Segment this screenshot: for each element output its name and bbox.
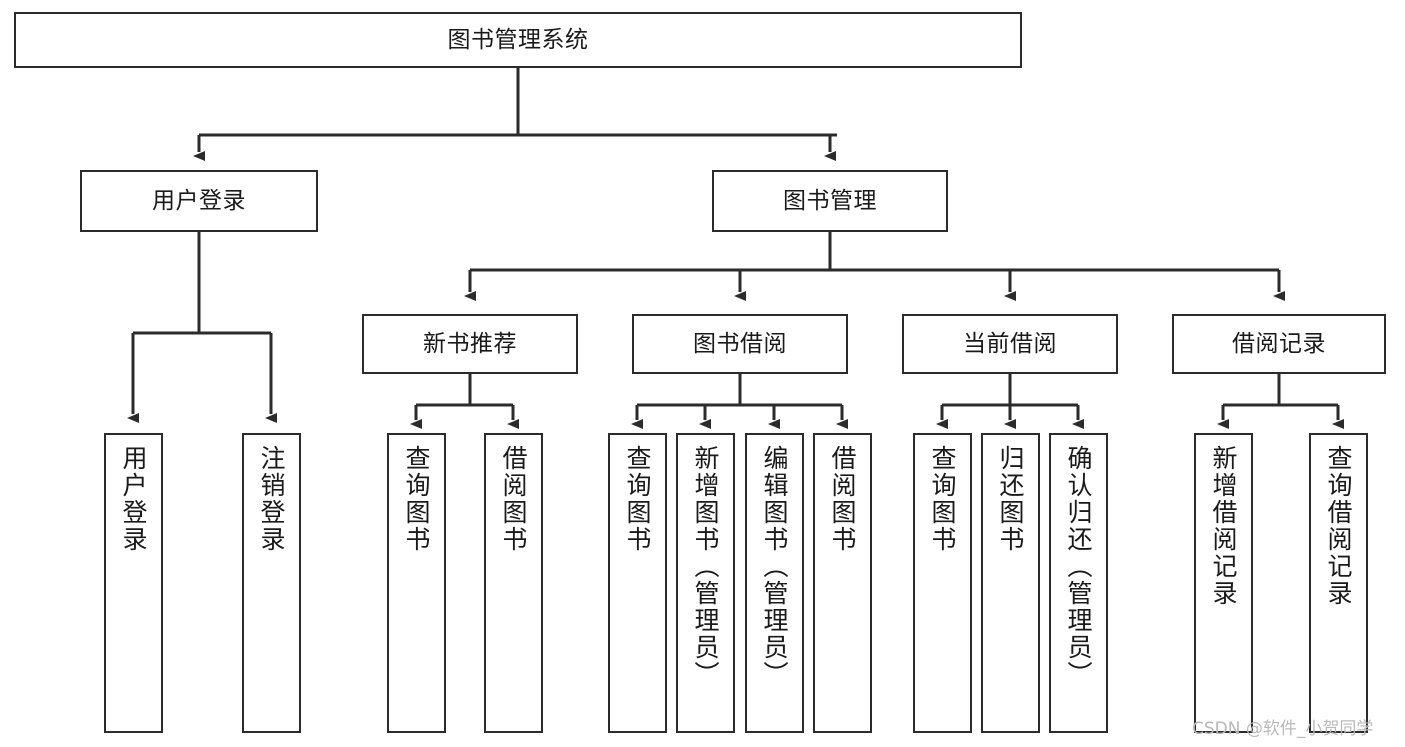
node-label: 图书借阅 [693, 330, 787, 357]
node-borrow-records[interactable]: 借阅记录 [1172, 314, 1386, 374]
leaf-new-books-borrow[interactable]: 借阅图书 [484, 433, 543, 733]
node-label: 借阅记录 [1232, 330, 1326, 357]
leaf-book-borrow-add[interactable]: 新增图书（管理员） [676, 433, 735, 733]
watermark-text: CSDN @软件_小贺同学 [1192, 719, 1374, 739]
node-root-system[interactable]: 图书管理系统 [14, 12, 1022, 68]
leaf-current-borrow-return[interactable]: 归还图书 [981, 433, 1040, 733]
node-label: 查询图书 [623, 445, 652, 553]
node-label: 确认归还（管理员） [1064, 445, 1093, 688]
leaf-current-borrow-query[interactable]: 查询图书 [913, 433, 972, 733]
node-label: 借阅图书 [499, 445, 528, 553]
leaf-new-books-query[interactable]: 查询图书 [387, 433, 446, 733]
node-book-borrow[interactable]: 图书借阅 [632, 314, 848, 374]
leaf-borrow-records-add[interactable]: 新增借阅记录 [1194, 433, 1253, 733]
leaf-borrow-records-query[interactable]: 查询借阅记录 [1309, 433, 1368, 733]
leaf-user-login-signout[interactable]: 注销登录 [242, 433, 301, 733]
node-label: 图书管理系统 [447, 26, 589, 53]
leaf-book-borrow-query[interactable]: 查询图书 [608, 433, 667, 733]
node-label: 用户登录 [152, 187, 246, 214]
leaf-book-borrow-edit[interactable]: 编辑图书（管理员） [745, 433, 804, 733]
leaf-user-login-signin[interactable]: 用户登录 [104, 433, 163, 733]
node-label: 图书管理 [783, 187, 877, 214]
node-label: 新书推荐 [423, 330, 517, 357]
node-label: 新增图书（管理员） [691, 445, 720, 688]
node-label: 编辑图书（管理员） [760, 445, 789, 688]
node-label: 用户登录 [119, 445, 148, 553]
node-label: 当前借阅 [963, 330, 1057, 357]
node-label: 归还图书 [996, 445, 1025, 553]
node-label: 借阅图书 [828, 445, 857, 553]
node-new-book-recommend[interactable]: 新书推荐 [362, 314, 578, 374]
node-label: 查询图书 [928, 445, 957, 553]
node-label: 查询图书 [402, 445, 431, 553]
node-label: 查询借阅记录 [1324, 445, 1353, 607]
node-user-login[interactable]: 用户登录 [80, 170, 318, 232]
node-label: 新增借阅记录 [1209, 445, 1238, 607]
leaf-current-borrow-confirm-return[interactable]: 确认归还（管理员） [1049, 433, 1108, 733]
leaf-book-borrow-lend[interactable]: 借阅图书 [813, 433, 872, 733]
node-current-borrow[interactable]: 当前借阅 [902, 314, 1118, 374]
node-label: 注销登录 [257, 445, 286, 553]
node-book-management[interactable]: 图书管理 [712, 170, 948, 232]
